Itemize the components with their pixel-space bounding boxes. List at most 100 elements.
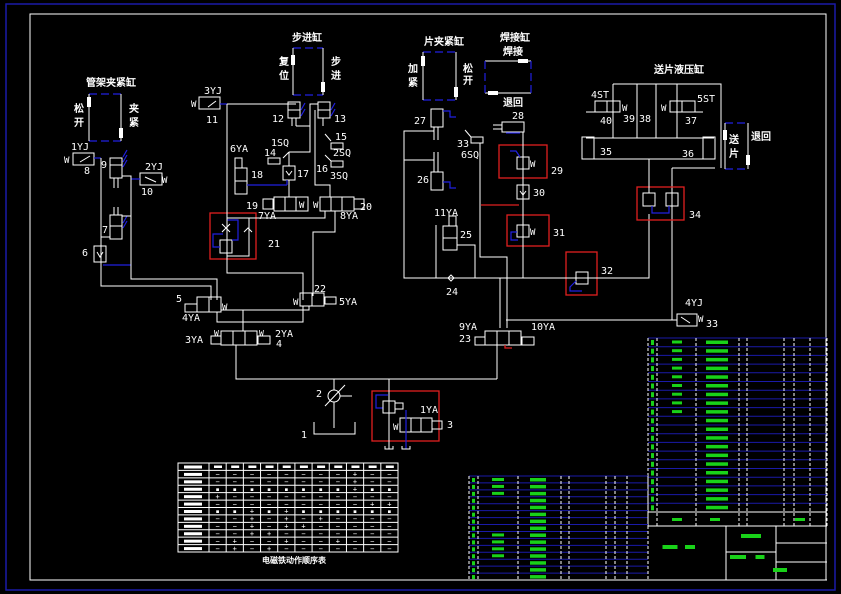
sequence-cell: ▪: [336, 485, 340, 493]
sequence-cell: −: [215, 478, 219, 486]
column-header-label: [351, 465, 360, 468]
sheet-clamp-cylinder-group: 片夹紧缸 加 紧 松 开: [407, 35, 473, 101]
svg-text:W: W: [530, 228, 536, 238]
sequence-cell: ▪: [319, 485, 323, 493]
sequence-cell: −: [319, 493, 323, 501]
svg-text:W: W: [162, 176, 168, 186]
check-valve-17: 17: [282, 165, 309, 181]
svg-text:6SQ: 6SQ: [461, 150, 479, 161]
sequence-cell: −: [301, 537, 305, 545]
svg-text:片夹紧缸: 片夹紧缸: [424, 35, 464, 48]
sequence-cell: ▪: [233, 485, 237, 493]
sequence-cell: +: [233, 545, 237, 553]
sequence-cell: ▪: [250, 485, 254, 493]
cylinder-12: 12: [272, 101, 306, 126]
directional-valve-4: 3YA 2YA 4 W W: [185, 329, 293, 350]
sequence-cell: −: [336, 493, 340, 501]
sequence-cell: −: [319, 500, 323, 508]
sequence-cell: −: [336, 515, 340, 523]
svg-text:W: W: [191, 100, 197, 110]
svg-text:9: 9: [101, 160, 107, 171]
sequence-cell: −: [284, 530, 288, 538]
column-header-label: [248, 465, 257, 468]
sequence-cell: −: [370, 530, 374, 538]
row-header-label: [184, 487, 202, 491]
svg-text:W: W: [698, 315, 704, 325]
sequence-cell: +: [250, 515, 254, 523]
sequence-cell: ▪: [370, 485, 374, 493]
sequence-cell: −: [387, 478, 391, 486]
row-header-label: [184, 510, 202, 513]
sequence-cell: −: [353, 537, 357, 545]
sequence-cell: +: [267, 530, 271, 538]
sequence-cell: +: [233, 537, 237, 545]
svg-text:4: 4: [276, 339, 282, 350]
limit-switch-1sq: 1SQ 14: [264, 138, 290, 165]
svg-text:W: W: [393, 423, 399, 433]
sequence-cell: −: [319, 530, 323, 538]
svg-text:5ST: 5ST: [697, 94, 715, 105]
directional-valve-22: 22 W 5YA: [293, 284, 357, 308]
sequence-cell: −: [215, 545, 219, 553]
sequence-cell: −: [301, 493, 305, 501]
sequence-cell: −: [267, 471, 271, 479]
svg-text:紧: 紧: [408, 76, 418, 89]
step-cylinder-title: 步进缸: [292, 31, 322, 44]
svg-text:W: W: [661, 104, 667, 114]
svg-text:33: 33: [457, 139, 469, 150]
sequence-cell: −: [319, 471, 323, 479]
label-clamp-2: 紧: [129, 116, 139, 129]
sequence-cell: +: [284, 537, 288, 545]
sequence-cell: −: [319, 523, 323, 531]
directional-valve-19: 19 7YA W: [246, 196, 309, 222]
row-header-label: [184, 480, 202, 484]
sequence-cell: −: [301, 530, 305, 538]
title-block-text: [741, 534, 761, 538]
sequence-cell: +: [250, 508, 254, 516]
row-header-label: [184, 517, 202, 521]
column-header-label: [385, 465, 394, 468]
cylinder-28: 28: [493, 111, 525, 134]
label-loosen-2: 开: [74, 117, 84, 129]
check-valve-30: 30: [516, 184, 545, 200]
svg-text:松: 松: [463, 62, 473, 75]
svg-text:25: 25: [460, 230, 472, 241]
svg-text:W: W: [64, 156, 70, 166]
sequence-cell: −: [267, 523, 271, 531]
sequence-cell: −: [250, 493, 254, 501]
svg-text:22: 22: [314, 284, 326, 295]
sequence-cell: ▪: [233, 508, 237, 516]
sequence-cell: ▪: [301, 508, 305, 516]
column-header-label: [282, 465, 291, 468]
svg-text:15: 15: [335, 132, 347, 143]
title-block-text: [773, 568, 787, 572]
sequence-cell: ▪: [319, 508, 323, 516]
svg-text:11: 11: [206, 115, 218, 126]
svg-text:23: 23: [459, 334, 471, 345]
sequence-cell: −: [215, 530, 219, 538]
sequence-cell: +: [284, 515, 288, 523]
row-header-label: [184, 524, 202, 528]
directional-valve-20: W 20 8YA: [313, 196, 372, 222]
svg-text:W: W: [299, 201, 305, 211]
sequence-cell: −: [387, 523, 391, 531]
check-valve-pair-34: 34: [636, 186, 701, 221]
sequence-cell: −: [250, 545, 254, 553]
sequence-cell: −: [353, 545, 357, 553]
svg-text:27: 27: [414, 116, 426, 127]
pipe-clamp-cylinder-group: 管架夹紧缸 松 开 夹 紧: [74, 76, 139, 142]
sequence-cell: −: [215, 471, 219, 479]
cylinder-13: 13: [317, 101, 346, 126]
sequence-cell: −: [301, 471, 305, 479]
pressure-relay-33: 4YJ W 33: [676, 298, 718, 330]
sheet-outer-border: [5, 3, 836, 591]
sequence-cell: −: [353, 500, 357, 508]
svg-text:31: 31: [553, 228, 565, 239]
sequence-cell: ▪: [267, 485, 271, 493]
weld-cylinder-group: 焊接缸 焊接 退回: [484, 31, 532, 109]
sequence-cell: +: [370, 500, 374, 508]
svg-text:18: 18: [251, 170, 263, 181]
valve-32: 32: [565, 251, 613, 296]
svg-text:2YJ: 2YJ: [145, 162, 163, 173]
sequence-cell: −: [370, 545, 374, 553]
